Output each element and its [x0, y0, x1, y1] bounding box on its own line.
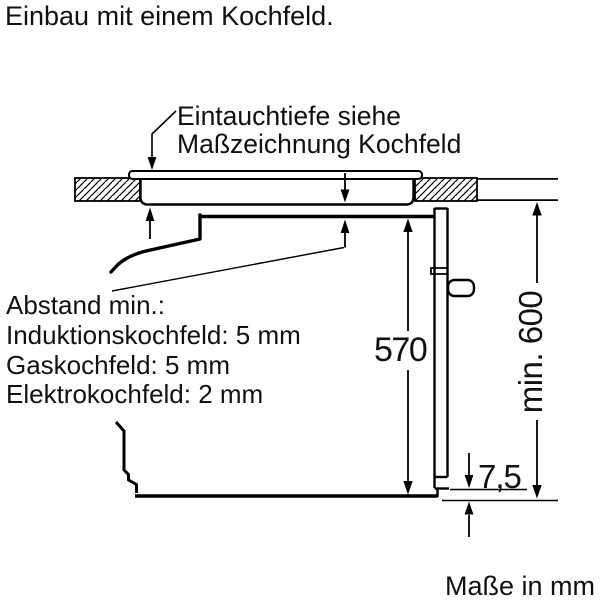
clearance-leader-line	[111, 246, 345, 292]
clearance-arrow-left	[145, 207, 155, 239]
cooktop-flange	[128, 170, 423, 180]
cooktop-tub	[139, 179, 415, 206]
immersion-depth-note-line1: Eintauchtiefe siehe	[177, 101, 401, 131]
immersion-depth-note-line2: Maßzeichnung Kochfeld	[177, 128, 462, 159]
oven-door-handle	[446, 278, 476, 298]
immersion-depth-note: Eintauchtiefe siehe Maßzeichnung Kochfel…	[177, 101, 462, 159]
countertop-left-hatch	[74, 177, 141, 202]
countertop-right-hatch	[414, 177, 478, 202]
oven-top-outline	[109, 213, 434, 274]
units-note: Maße in mm	[444, 571, 595, 601]
clearance-note-induction: Induktionskochfeld: 5 mm	[6, 319, 301, 350]
clearance-note-electric: Elektrokochfeld: 2 mm	[6, 379, 264, 410]
dimension-label-570: 570	[374, 331, 428, 369]
dimension-min600-lines	[532, 202, 542, 499]
dimension-label-75: 7,5	[478, 458, 522, 495]
dimension-label-min600: min. 600	[512, 290, 549, 414]
clearance-note: Abstand min.: Induktionskochfeld: 5 mm G…	[6, 290, 301, 410]
immersion-depth-arrow	[340, 173, 350, 203]
annotation-leader-arrow	[147, 110, 177, 170]
countertop-extension-lines	[477, 178, 558, 201]
dimension-570-lines	[403, 218, 413, 495]
page-title: Einbau mit einem Kochfeld.	[5, 1, 334, 31]
clearance-note-heading: Abstand min.:	[6, 290, 165, 320]
dimension-75-arrows	[464, 453, 474, 537]
oven-door	[430, 207, 449, 490]
clearance-arrow-right	[340, 219, 350, 248]
clearance-note-gas: Gaskochfeld: 5 mm	[6, 349, 230, 380]
oven-bottom-outline	[114, 421, 439, 498]
